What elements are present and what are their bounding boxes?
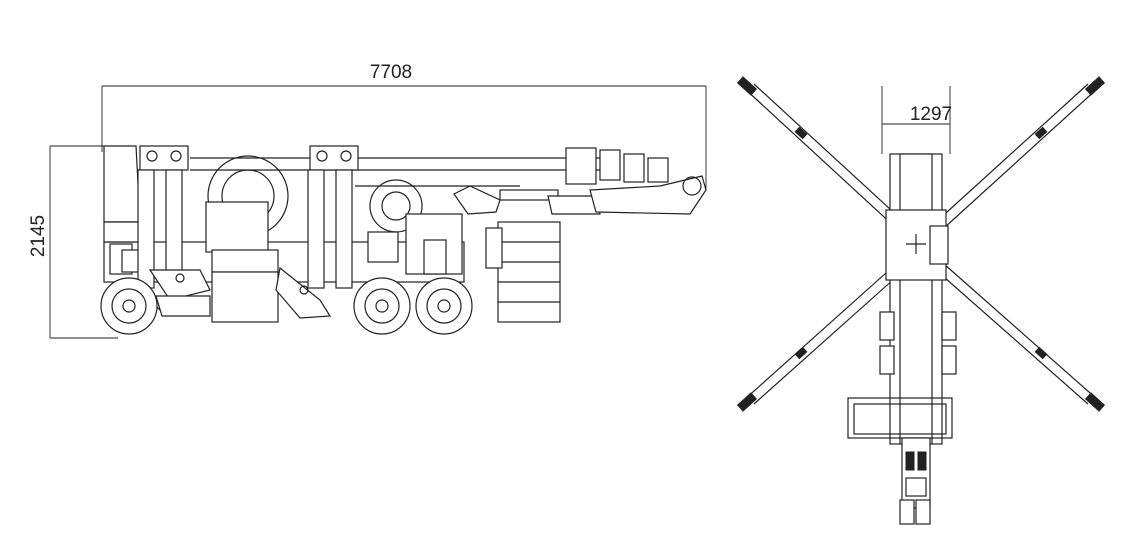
height-dimension-label: 2145 xyxy=(28,215,49,257)
basket xyxy=(485,221,561,323)
wheel-rear-1 xyxy=(353,277,411,335)
outrigger-leg-mid xyxy=(275,145,359,319)
length-dimension: 7708 xyxy=(101,62,707,190)
top-basket xyxy=(847,397,953,439)
top-wheels xyxy=(879,311,957,375)
jib xyxy=(453,147,707,215)
outrigger-arms xyxy=(743,83,1099,405)
outrigger-feet xyxy=(736,76,1106,412)
wheel-rear-2 xyxy=(415,277,473,335)
main-boom xyxy=(190,157,600,187)
top-view: 1297 xyxy=(736,76,1106,525)
rear-ring xyxy=(367,179,463,275)
side-view: 7708 2145 xyxy=(28,62,707,339)
turntable-ring xyxy=(205,155,289,323)
top-jib xyxy=(899,437,931,525)
wheel-front xyxy=(100,277,158,335)
height-dimension: 2145 xyxy=(28,145,118,339)
width-dimension-label: 1297 xyxy=(910,104,952,125)
length-dimension-label: 7708 xyxy=(370,62,412,83)
central-body xyxy=(885,153,949,445)
outrigger-leg-front xyxy=(137,145,211,317)
width-dimension: 1297 xyxy=(881,86,952,154)
